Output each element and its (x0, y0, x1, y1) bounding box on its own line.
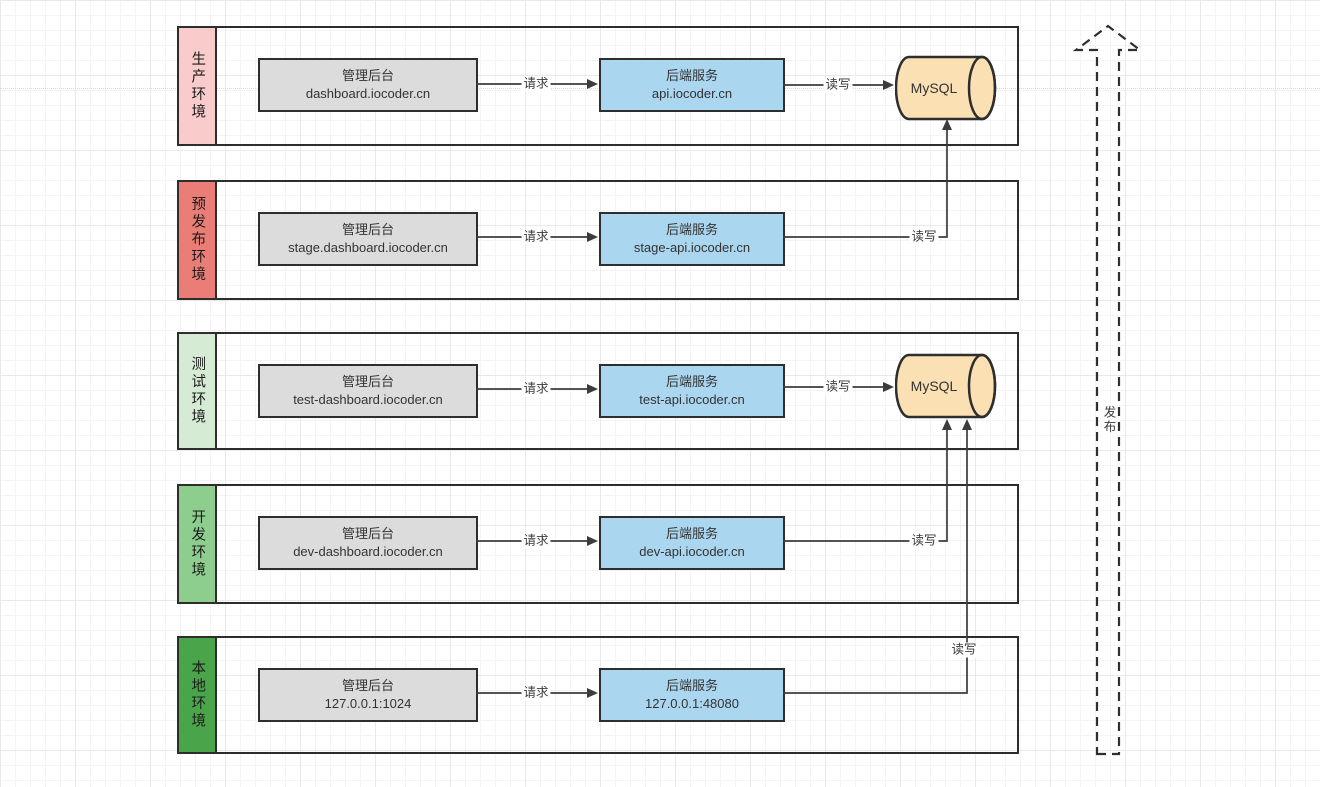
readwrite-edge-label: 读写 (949, 642, 979, 658)
dashboard-node-test[interactable]: 管理后台 test-dashboard.iocoder.cn (258, 364, 478, 418)
backend-node-staging[interactable]: 后端服务 stage-api.iocoder.cn (599, 212, 785, 266)
env-row-local: 本地环境 管理后台 127.0.0.1:1024 后端服务 127.0.0.1:… (177, 636, 1019, 754)
mysql-label: MySQL (910, 378, 958, 394)
request-edge-label: 请求 (521, 685, 551, 701)
readwrite-edge-label: 读写 (909, 229, 939, 245)
backend-node-local[interactable]: 后端服务 127.0.0.1:48080 (599, 668, 785, 722)
env-label-text: 测试环境 (189, 356, 206, 426)
readwrite-edge-label: 读写 (823, 77, 853, 93)
env-row-dev: 开发环境 管理后台 dev-dashboard.iocoder.cn 后端服务 … (177, 484, 1019, 604)
node-title: 管理后台 (341, 373, 394, 389)
node-title: 后端服务 (665, 525, 718, 541)
node-host: dev-dashboard.iocoder.cn (293, 544, 443, 559)
node-host: stage.dashboard.iocoder.cn (288, 240, 448, 255)
arrowhead-icon (587, 79, 598, 89)
dashboard-node-production[interactable]: 管理后台 dashboard.iocoder.cn (258, 58, 478, 112)
dashboard-node-staging[interactable]: 管理后台 stage.dashboard.iocoder.cn (258, 212, 478, 266)
env-row-production: 生产环境 管理后台 dashboard.iocoder.cn 后端服务 api.… (177, 26, 1019, 146)
node-host: stage-api.iocoder.cn (633, 240, 751, 255)
env-label-local[interactable]: 本地环境 (179, 638, 217, 752)
node-title: 后端服务 (665, 67, 718, 83)
node-host: 127.0.0.1:48080 (645, 696, 739, 711)
node-host: api.iocoder.cn (651, 86, 733, 101)
edge-readwrite-dev (783, 428, 948, 542)
node-host: dashboard.iocoder.cn (305, 86, 431, 101)
env-label-text: 生产环境 (189, 51, 206, 121)
node-host: 127.0.0.1:1024 (324, 696, 412, 711)
publish-arrow-label: 发布 (1100, 403, 1116, 437)
env-row-staging: 预发布环境 管理后台 stage.dashboard.iocoder.cn 后端… (177, 180, 1019, 300)
arrowhead-icon (883, 382, 894, 392)
publish-arrow[interactable] (1072, 24, 1144, 756)
node-title: 后端服务 (665, 221, 718, 237)
arrowhead-icon (587, 688, 598, 698)
env-label-dev[interactable]: 开发环境 (179, 486, 217, 602)
dashboard-node-dev[interactable]: 管理后台 dev-dashboard.iocoder.cn (258, 516, 478, 570)
request-edge-label: 请求 (521, 229, 551, 245)
node-title: 后端服务 (665, 677, 718, 693)
arrowhead-icon (942, 419, 952, 430)
database-cylinder-icon (895, 353, 997, 419)
readwrite-edge-label: 读写 (909, 533, 939, 549)
node-title: 管理后台 (341, 221, 394, 237)
arrowhead-icon (942, 119, 952, 130)
node-title: 后端服务 (665, 373, 718, 389)
node-title: 管理后台 (341, 525, 394, 541)
env-row-test: 测试环境 管理后台 test-dashboard.iocoder.cn 后端服务… (177, 332, 1019, 450)
arrowhead-icon (587, 384, 598, 394)
request-edge-label: 请求 (521, 76, 551, 92)
arrowhead-icon (587, 232, 598, 242)
readwrite-edge-label: 读写 (823, 379, 853, 395)
database-cylinder-icon (895, 55, 997, 121)
edge-readwrite-local (783, 428, 968, 694)
edge-readwrite-staging (783, 128, 948, 238)
node-host: dev-api.iocoder.cn (639, 544, 745, 559)
dashboard-node-local[interactable]: 管理后台 127.0.0.1:1024 (258, 668, 478, 722)
node-title: 管理后台 (341, 677, 394, 693)
arrowhead-icon (883, 80, 894, 90)
node-host: test-api.iocoder.cn (639, 392, 745, 407)
request-edge-label: 请求 (521, 381, 551, 397)
backend-node-production[interactable]: 后端服务 api.iocoder.cn (599, 58, 785, 112)
arrowhead-icon (962, 419, 972, 430)
mysql-label: MySQL (910, 80, 958, 96)
arrowhead-icon (587, 536, 598, 546)
env-label-staging[interactable]: 预发布环境 (179, 182, 217, 298)
mysql-node-production[interactable]: MySQL (895, 55, 997, 121)
node-host: test-dashboard.iocoder.cn (293, 392, 443, 407)
backend-node-dev[interactable]: 后端服务 dev-api.iocoder.cn (599, 516, 785, 570)
node-title: 管理后台 (341, 67, 394, 83)
env-label-text: 本地环境 (189, 660, 206, 730)
request-edge-label: 请求 (521, 533, 551, 549)
env-label-text: 开发环境 (189, 509, 206, 579)
env-label-text: 预发布环境 (189, 196, 206, 284)
backend-node-test[interactable]: 后端服务 test-api.iocoder.cn (599, 364, 785, 418)
env-label-test[interactable]: 测试环境 (179, 334, 217, 448)
mysql-node-test[interactable]: MySQL (895, 353, 997, 419)
env-label-production[interactable]: 生产环境 (179, 28, 217, 144)
